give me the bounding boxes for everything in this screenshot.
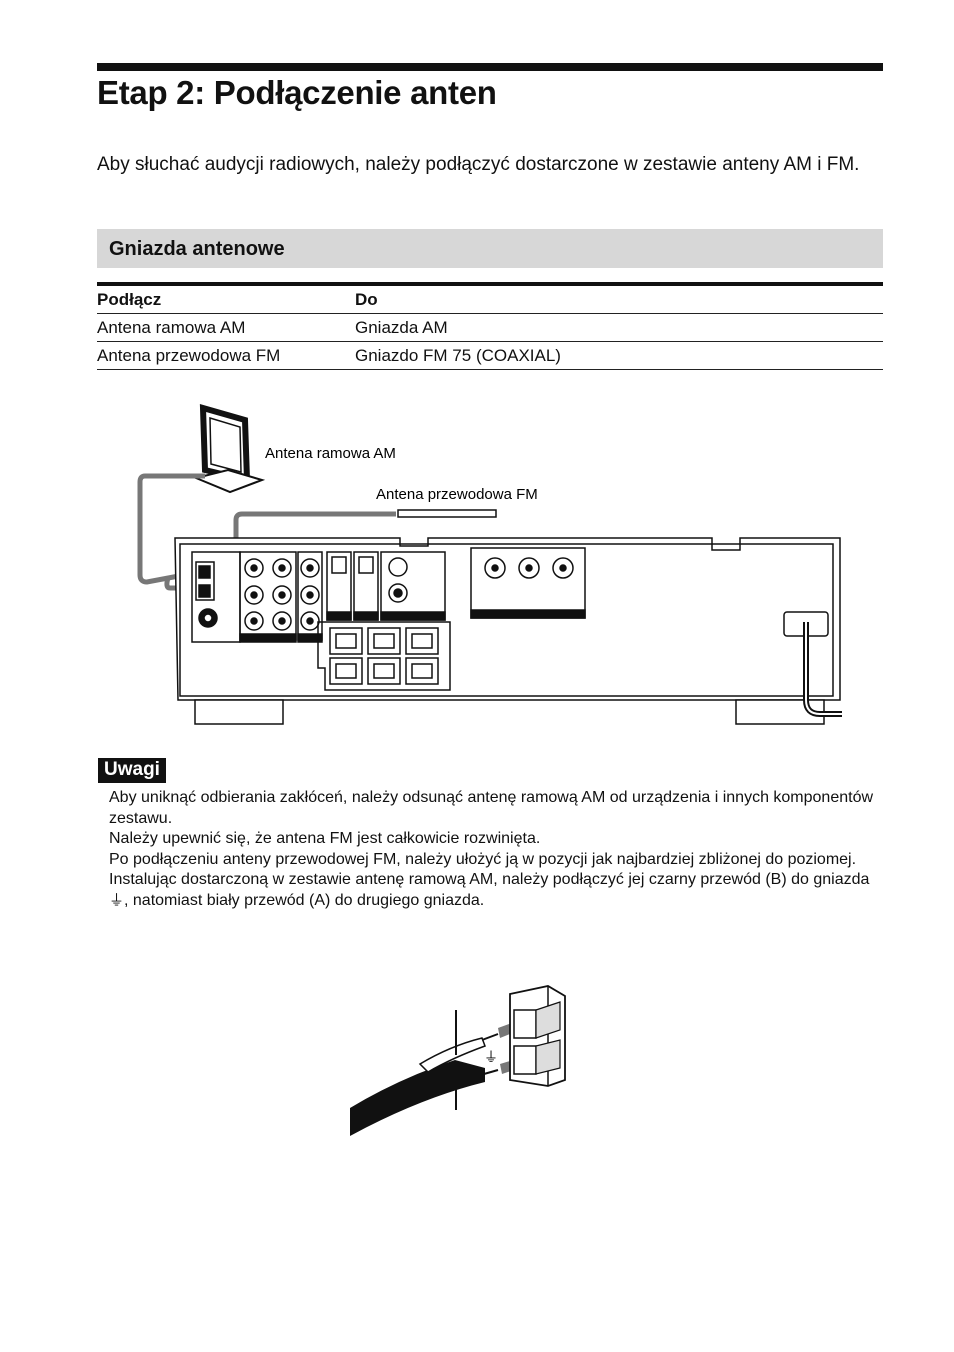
rca-jacks <box>244 557 574 631</box>
am-loop-antenna-illustration <box>192 403 266 494</box>
table-header-connect: Podłącz <box>97 284 355 314</box>
table-cell: Gniazda AM <box>355 313 883 342</box>
section-header: Gniazda antenowe <box>97 229 883 268</box>
fm-wire-antenna <box>397 509 497 518</box>
table-cell: Antena przewodowa FM <box>97 341 355 370</box>
label-fm-antenna: Antena przewodowa FM <box>376 486 538 503</box>
ground-icon: ⏚ <box>109 891 125 909</box>
title-rule <box>97 63 883 71</box>
section-title: Gniazda antenowe <box>109 238 285 260</box>
note-item: Po podłączeniu anteny przewodowej FM, na… <box>109 850 857 868</box>
page-title: Etap 2: Podłączenie anten <box>97 74 497 111</box>
table-cell: Gniazdo FM 75 (COAXIAL) <box>355 341 883 370</box>
receiver-rear-panel <box>174 537 841 725</box>
notes-title: Uwagi <box>98 758 166 783</box>
am-cable <box>137 473 205 585</box>
table-row: Antena przewodowa FM Gniazdo FM 75 (COAX… <box>97 341 883 370</box>
ground-symbol-icon: ⏚ <box>484 1050 498 1066</box>
table-cell: Antena ramowa AM <box>97 313 355 342</box>
table-header-to: Do <box>355 284 883 314</box>
note-item: Instalując dostarczoną w zestawie antenę… <box>109 870 879 911</box>
table-header-row: Podłącz Do <box>97 284 883 314</box>
connection-table: Podłącz Do Antena ramowa AM Gniazda AM A… <box>97 282 883 370</box>
am-terminal-detail-illustration: ⏚ <box>350 985 566 1136</box>
note-text: , natomiast biały przewód (A) do drugieg… <box>124 891 485 909</box>
speaker-terminals <box>329 627 439 685</box>
label-am-antenna: Antena ramowa AM <box>265 445 396 462</box>
notes-list: Aby uniknąć odbierania zakłóceń, należy … <box>109 788 879 911</box>
note-text: Instalując dostarczoną w zestawie antenę… <box>109 871 870 888</box>
note-item: Aby uniknąć odbierania zakłóceń, należy … <box>109 789 874 827</box>
note-item: Należy upewnić się, że antena FM jest ca… <box>109 830 541 847</box>
table-row: Antena ramowa AM Gniazda AM <box>97 313 883 342</box>
intro-paragraph: Aby słuchać audycji radiowych, należy po… <box>97 154 860 175</box>
